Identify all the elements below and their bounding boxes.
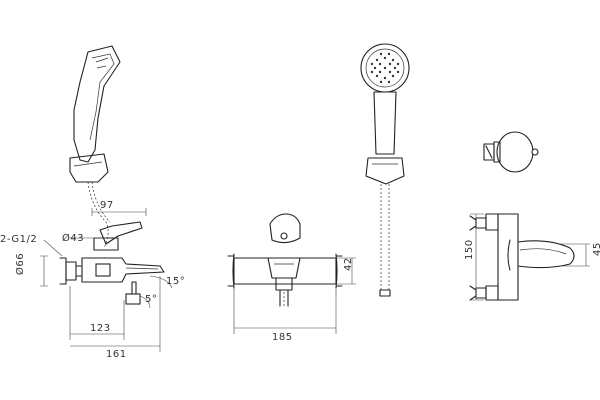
mixer-body [81,257,165,283]
wall-connector [65,261,77,281]
top-view [483,131,539,173]
label-150: 150 [464,239,475,260]
label-42: 42 [343,257,354,271]
right-side-view: 150 45 [464,213,600,301]
label-thread: 2-G1/2 [0,234,37,245]
shower-hose [87,181,109,249]
front-indicator [280,232,288,240]
front-lever [269,213,301,244]
label-angle-15: 15° [166,276,185,287]
dim-97-line [91,208,147,216]
front-body [233,257,337,285]
front-view: 185 42 [227,213,356,343]
right-spout [517,240,575,269]
label-97: 97 [100,200,114,211]
top-cap [496,131,534,173]
shower-nozzles [370,52,400,84]
lever-handle [99,221,143,245]
angle-5-arc [139,295,151,309]
dim-66-line [40,255,48,287]
right-body [497,213,519,301]
shower-handle-front [373,91,397,155]
front-outlet [267,257,301,279]
diverter-stem [131,281,137,295]
shower-hose-front [380,184,390,290]
shower-front-view [360,43,410,297]
diverter-cap [125,293,141,305]
shower-holder-front [365,157,405,185]
label-161: 161 [106,349,127,360]
label-185: 185 [272,332,293,343]
body-connector [95,263,111,277]
label-45: 45 [592,242,600,256]
shower-holder [69,153,109,183]
angle-15-arc [149,275,173,289]
side-view: 97 Ø43 2-G1/2 Ø66 15° 5° 123 161 [0,45,185,360]
label-angle-5: 5° [145,294,157,305]
top-button [531,148,539,156]
label-dia-43: Ø43 [62,232,84,244]
shower-head-inner [365,48,405,88]
label-dia-66: Ø66 [14,253,26,275]
label-123: 123 [90,323,111,334]
